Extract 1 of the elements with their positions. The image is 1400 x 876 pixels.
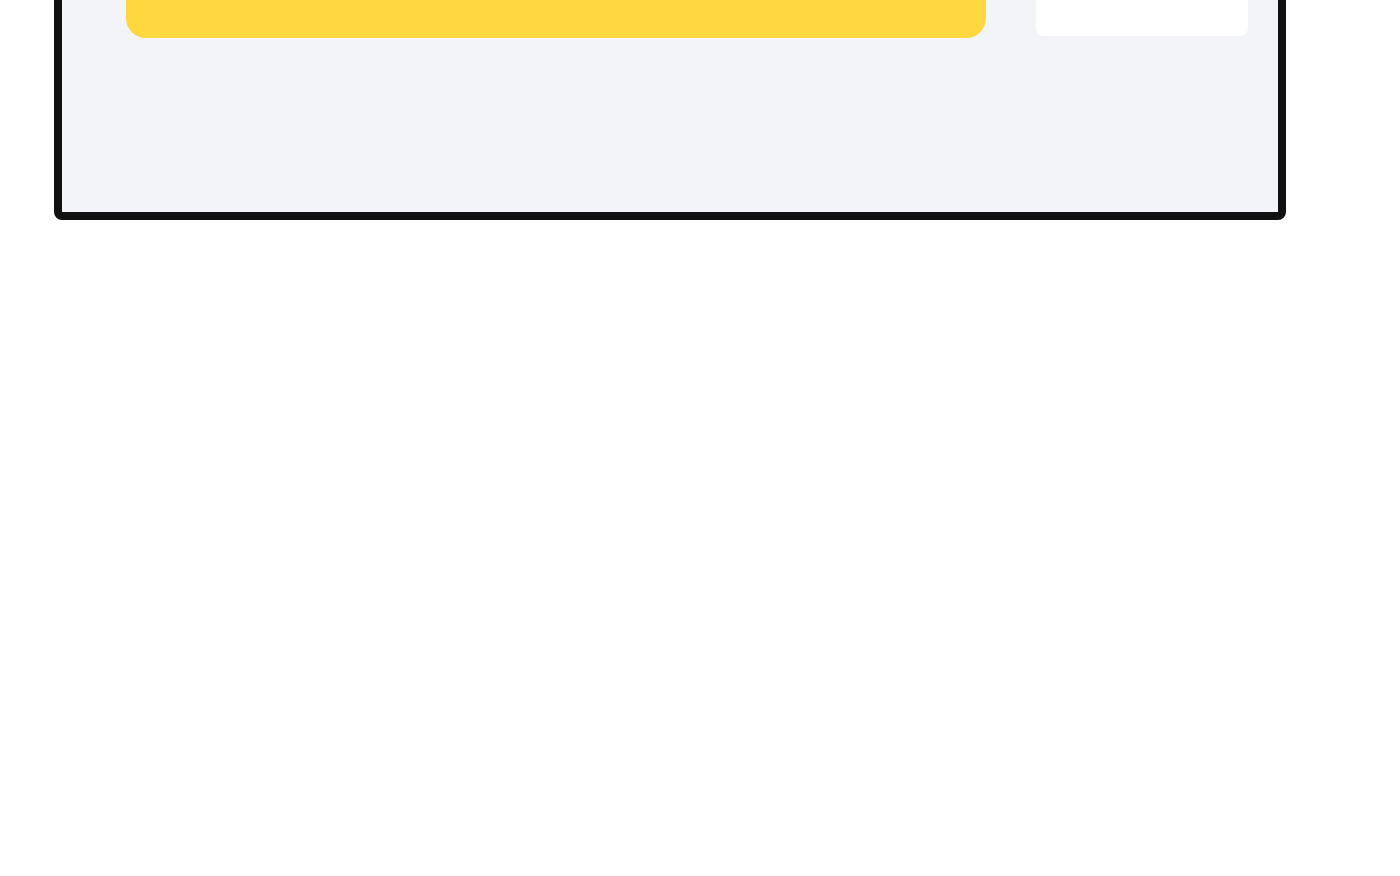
panel <box>54 0 1286 220</box>
